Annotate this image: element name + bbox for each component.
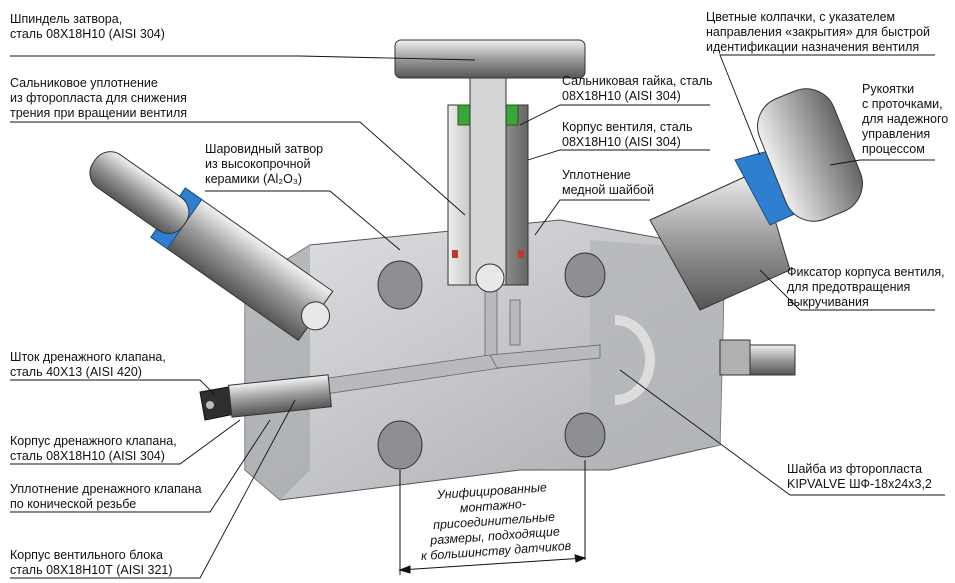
- label-drain-stem: Шток дренажного клапана, сталь 40Х13 (AI…: [10, 350, 166, 379]
- label-spindle: Шпиндель затвора, сталь 08Х18Н10 (AISI 3…: [10, 12, 165, 41]
- mounting-holes: [377, 252, 655, 470]
- left-valve: [89, 151, 334, 342]
- label-drain-body: Корпус дренажного клапана, сталь 08Х18Н1…: [10, 434, 177, 463]
- label-block-body: Корпус вентильного блока сталь 08Х18Н10Т…: [10, 548, 173, 577]
- right-valve: [649, 88, 863, 311]
- internal-channels: [279, 289, 601, 401]
- label-body-lock: Фиксатор корпуса вентиля, для предотвращ…: [787, 265, 945, 309]
- label-ball-seat: Шаровидный затвор из высокопрочной керам…: [205, 142, 324, 186]
- label-ptfe-washer: Шайба из фторопласта KIPVALVE ШФ-18х24х3…: [787, 462, 932, 491]
- side-fitting: [719, 339, 796, 376]
- label-mounting-dims: Унифицированные монтажно- присоединитель…: [420, 480, 572, 564]
- label-gland-nut: Сальниковая гайка, сталь 08Х18Н10 (AISI …: [562, 74, 713, 103]
- dimension-lines: [398, 460, 587, 575]
- drain-valve: [199, 374, 332, 421]
- label-drain-seal: Уплотнение дренажного клапана по коничес…: [10, 482, 202, 511]
- label-copper-seal: Уплотнение медной шайбой: [562, 168, 654, 197]
- label-color-caps: Цветные колпачки, с указателем направлен…: [706, 10, 931, 54]
- leader-lines: [10, 54, 945, 579]
- label-valve-body: Корпус вентиля, сталь 08Х18Н10 (AISI 304…: [562, 120, 693, 149]
- label-handles: Рукоятки с проточками, для надежного упр…: [862, 82, 949, 156]
- label-gland-seal: Сальниковое уплотнение из фторопласта дл…: [10, 76, 188, 120]
- central-valve: [394, 39, 586, 293]
